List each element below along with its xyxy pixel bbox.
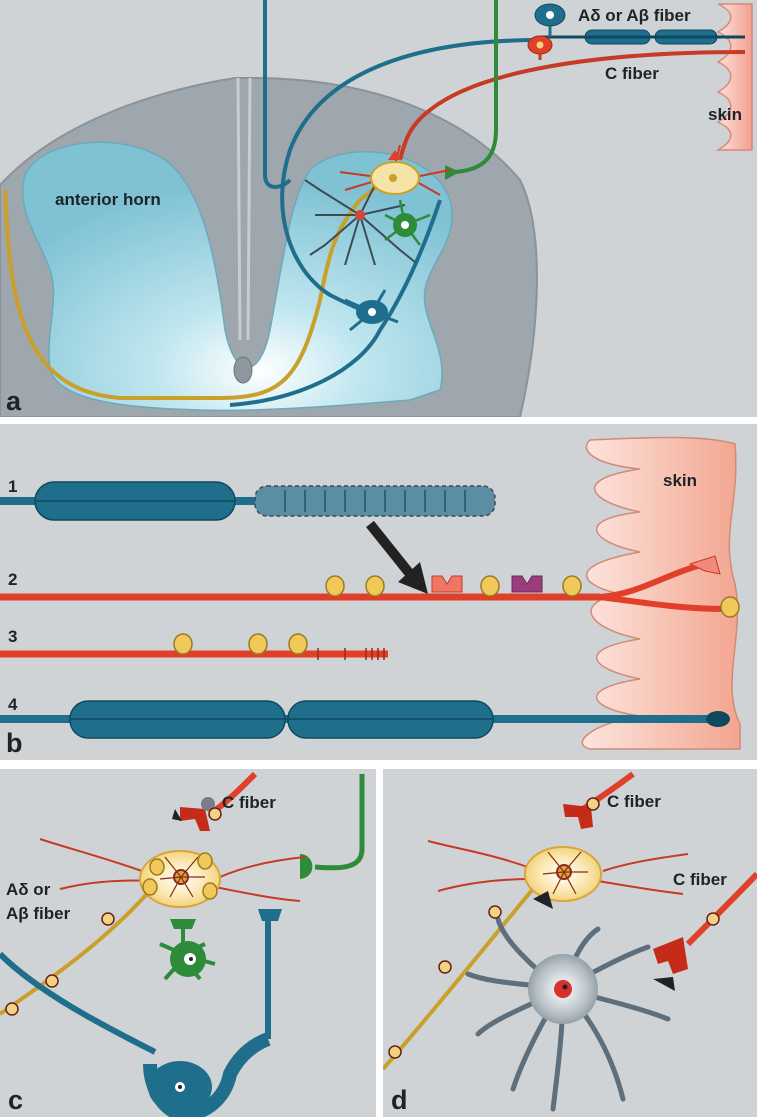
panel-letter-b: b xyxy=(6,728,23,758)
spinal-neuron-blue-a xyxy=(344,289,399,332)
blue-fiber-c xyxy=(0,951,157,1055)
sprouting-arrow xyxy=(366,520,414,578)
posterior-median-sulcus xyxy=(236,77,252,341)
descending-blue-fiber xyxy=(263,0,292,189)
row-number-3: 3 xyxy=(8,627,17,646)
row2-terminal-branch-lower xyxy=(599,594,726,612)
row2-receptor-purple xyxy=(511,575,543,593)
row1-degenerating-myelin xyxy=(254,485,496,517)
panel-c-diagram: C fiber Aδ or Aβ fiber c xyxy=(0,771,365,1117)
panel-b-fiber-changes: 1 2 3 4 skin b xyxy=(0,424,757,760)
label-skin: skin xyxy=(708,105,742,124)
yellow-fiber-a xyxy=(3,178,387,400)
row-number-1: 1 xyxy=(8,477,17,496)
central-canal xyxy=(233,356,253,384)
panel-a-spinal-cord: Aδ or Aβ fiber C fiber skin anterior hor… xyxy=(0,0,757,417)
label-ab-fiber-c-line1: Aδ or xyxy=(6,880,51,899)
green-fiber-c xyxy=(314,774,365,871)
synaptic-boutons-c xyxy=(5,807,222,1016)
ab-fiber-c xyxy=(0,877,162,1016)
skin-a xyxy=(715,3,753,151)
panel-letter-d: d xyxy=(391,1085,408,1115)
ab-fiber-descending xyxy=(229,199,442,407)
panel-d-diagram: C fiber C fiber d xyxy=(383,771,757,1115)
row-number-2: 2 xyxy=(8,570,17,589)
panel-d-microglia: C fiber C fiber d xyxy=(383,769,757,1117)
row2-terminal-branch-upper xyxy=(599,561,706,600)
c-fiber-a xyxy=(398,50,746,161)
label-c-fiber: C fiber xyxy=(605,64,659,83)
row2-receptor-pink xyxy=(431,575,463,593)
panel-a-diagram: Aδ or Aβ fiber C fiber skin anterior hor… xyxy=(0,0,753,417)
c-fiber-d-right xyxy=(685,871,757,947)
label-anterior-horn: anterior horn xyxy=(55,190,161,209)
inhibitory-interneuron-a xyxy=(384,199,431,246)
label-ab-fiber: Aδ or Aβ fiber xyxy=(578,6,691,25)
label-c-fiber-c: C fiber xyxy=(222,793,276,812)
label-c-fiber-d-right: C fiber xyxy=(673,870,727,889)
label-c-fiber-d-top: C fiber xyxy=(607,792,661,811)
row2-channels xyxy=(325,575,740,618)
skin-b xyxy=(581,436,741,750)
green-fiber-a xyxy=(454,0,498,174)
row-number-4: 4 xyxy=(8,695,18,714)
row3-channels xyxy=(173,633,308,655)
row4-terminal xyxy=(706,711,730,727)
ab-fiber-central xyxy=(280,38,541,314)
ab-fiber-d xyxy=(383,887,535,1071)
panel-letter-a: a xyxy=(6,386,22,416)
label-ab-fiber-c-line2: Aβ fiber xyxy=(6,904,71,923)
microglia-a xyxy=(304,174,416,266)
synaptic-boutons-d xyxy=(388,797,720,1059)
projection-neuron-a xyxy=(339,144,451,196)
label-skin-b: skin xyxy=(663,471,697,490)
panel-letter-c: c xyxy=(8,1085,23,1115)
panel-b-diagram: 1 2 3 4 skin b xyxy=(0,436,741,758)
panel-c-synapse: C fiber Aδ or Aβ fiber c xyxy=(0,769,376,1117)
